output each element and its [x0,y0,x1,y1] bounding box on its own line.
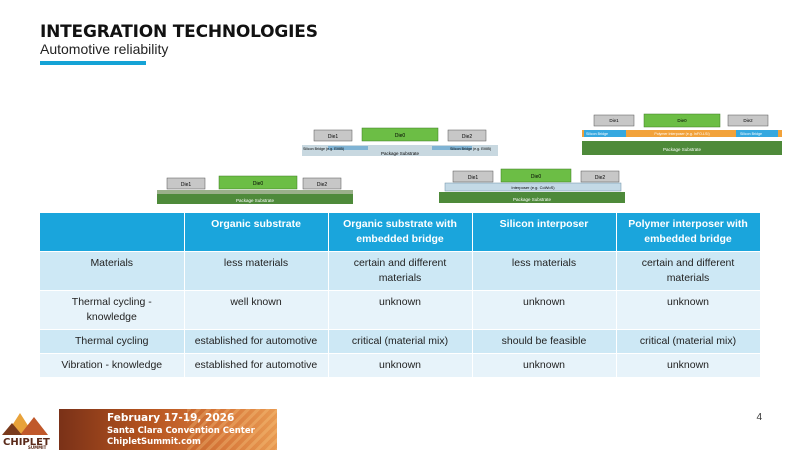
bridge-left-label: Silicon Bridge [586,132,608,136]
die-center-label: Die0 [677,118,687,123]
die-left [452,170,494,183]
table-cell: less materials [184,251,329,291]
die-center-label: Die0 [253,181,264,187]
table-cell: established for automotive [184,353,329,377]
table-cell: unknown [328,353,473,377]
polymer-layer-label: Polymer Interposer (e.g. InFO-LSI) [654,132,709,136]
bridge-right-label: Silicon Bridge (e.g. EMIB) [450,147,491,151]
bridge-left [584,130,626,137]
bridge-right [432,146,472,150]
die-right [302,177,342,190]
die-center-label: Die0 [395,133,406,139]
table-cell: Thermal cycling - knowledge [40,290,185,330]
table-cell: critical (material mix) [616,329,761,354]
die-left-label: Die1 [609,118,619,123]
page-number: 4 [756,412,762,423]
table-row: Materials less materials certain and dif… [40,251,761,291]
page-title: INTEGRATION TECHNOLOGIES [40,22,318,42]
silicon-interposer-diagram: Die1 Die0 Die2 Interposer (e.g. CoWoS) P… [439,168,625,203]
header-cell-polymer-interposer: Polymer interposer with embedded bridge [616,213,761,252]
die-left [313,129,353,142]
die-left-label: Die1 [328,134,339,140]
table-cell: should be feasible [472,329,617,354]
die-right-label: Die2 [743,118,753,123]
table-cell: certain and different materials [616,251,761,291]
interposer [444,182,622,192]
die-right [580,170,620,183]
bridge-left [328,146,368,150]
organic-substrate-diagram: Die1 Die0 Die2 Package Substrate [157,175,353,204]
chiplet-summit-logo: CHIPLET SUMMIT [2,413,50,450]
substrate-label: Package Substrate [663,147,702,152]
event-venue: Santa Clara Convention Center [107,426,255,436]
table-cell: certain and different materials [328,251,473,291]
die-left-label: Die1 [468,175,479,181]
package-substrate [582,141,782,155]
event-website-link[interactable]: ChipletSummit.com [107,437,201,447]
package-substrate [302,145,498,156]
die-right-label: Die2 [317,182,328,188]
table-cell: Thermal cycling [40,329,185,354]
logo-text: CHIPLET [3,437,50,448]
bridge-left-label: Silicon Bridge (e.g. EMIB) [303,147,344,151]
table-cell: Vibration - knowledge [40,353,185,377]
comparison-table: Organic substrate Organic substrate with… [40,213,761,377]
table-cell: less materials [472,251,617,291]
banner-pattern [187,409,277,450]
table-cell: unknown [616,290,761,330]
table-cell: well known [184,290,329,330]
table-row: Vibration - knowledge established for au… [40,353,761,377]
logo-subtext: SUMMIT [28,445,47,450]
interposer-label: Interposer (e.g. CoWoS) [511,185,555,190]
table-cell: established for automotive [184,329,329,354]
die-left [166,177,206,190]
die-center [361,127,439,142]
package-substrate [157,193,353,204]
event-dates: February 17-19, 2026 [107,412,235,424]
die-right-label: Die2 [595,175,606,181]
die-left-label: Die1 [181,182,192,188]
embedded-bridge-diagram: Die1 Die0 Die2 Silicon Bridge (e.g. EMIB… [302,127,498,156]
die-center [643,113,721,128]
header-cell-embedded-bridge: Organic substrate with embedded bridge [328,213,473,252]
header-cell-organic: Organic substrate [184,213,329,252]
polymer-layer [582,130,782,137]
substrate-label: Package Substrate [513,197,552,202]
table-cell: unknown [472,353,617,377]
table-row: Thermal cycling - knowledge well known u… [40,290,761,330]
event-banner[interactable]: February 17-19, 2026 Santa Clara Convent… [59,409,277,450]
header-cell-empty [40,213,185,252]
table-cell: unknown [328,290,473,330]
die-right [727,114,769,127]
title-accent-bar [40,61,146,65]
package-substrate [439,192,625,203]
die-right-label: Die2 [462,134,473,140]
page-subtitle: Automotive reliability [40,41,169,57]
die-center [500,168,572,183]
table-header-row: Organic substrate Organic substrate with… [40,213,761,252]
die-center [218,175,298,190]
table-cell: critical (material mix) [328,329,473,354]
header-cell-silicon-interposer: Silicon interposer [472,213,617,252]
table-cell: unknown [472,290,617,330]
die-right [447,129,487,142]
polymer-interposer-diagram: Die1 Die0 Die2 Silicon Bridge Polymer In… [582,113,782,155]
die-left [593,114,635,127]
substrate-label: Package Substrate [236,198,275,203]
bridge-right-label: Silicon Bridge [740,132,762,136]
table-row: Thermal cycling established for automoti… [40,329,761,354]
substrate-label: Package Substrate [381,151,420,156]
bridge-right [736,130,778,137]
table-cell: Materials [40,251,185,291]
table-cell: unknown [616,353,761,377]
die-center-label: Die0 [531,174,542,180]
